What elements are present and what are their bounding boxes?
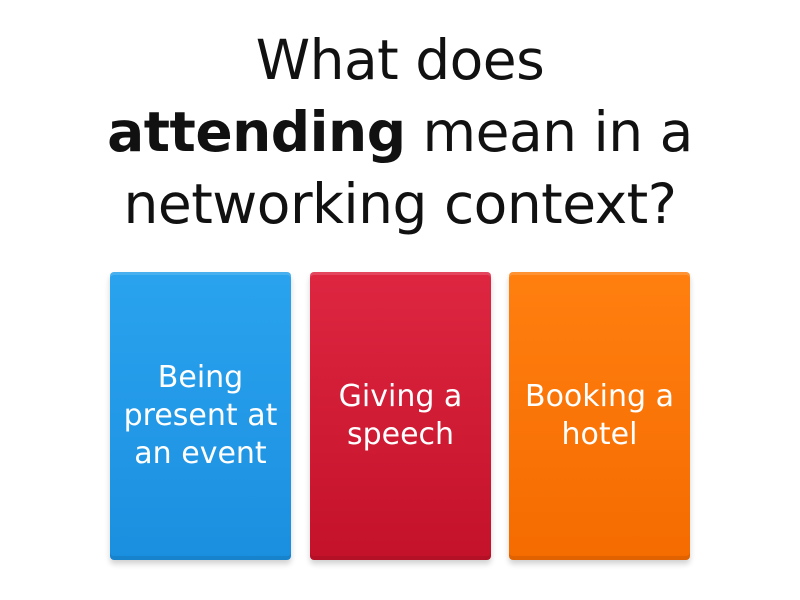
question-line-3: networking context? (123, 172, 677, 236)
answer-option-3-label: Booking a hotel (525, 379, 674, 452)
question-line-2-rest: mean in a (405, 100, 694, 164)
answer-option-1-label: Being present at an event (123, 360, 278, 471)
answer-option-2-label: Giving a speech (338, 379, 463, 452)
question-keyword: attending (107, 100, 406, 164)
question-text: What does attending mean in a networking… (60, 24, 740, 240)
answer-option-3[interactable]: Booking a hotel (509, 272, 690, 560)
answer-option-1[interactable]: Being present at an event (110, 272, 291, 560)
question-line-1: What does (255, 28, 545, 92)
answer-option-2[interactable]: Giving a speech (310, 272, 491, 560)
question-line-2: attending mean in a (60, 96, 740, 168)
